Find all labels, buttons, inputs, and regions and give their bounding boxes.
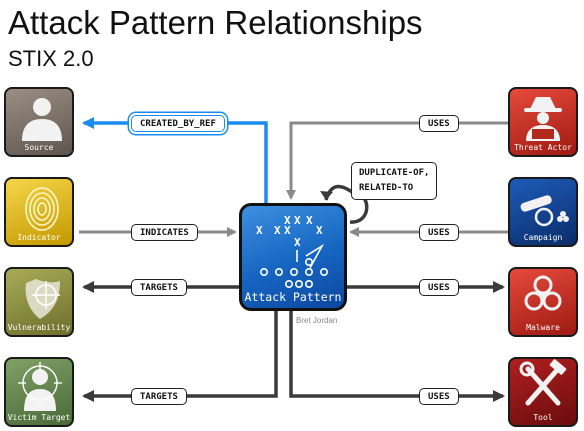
relation-related-to: RELATED-TO <box>359 183 414 193</box>
edge-targets-victim <box>82 311 278 402</box>
svg-text:X: X <box>284 214 291 227</box>
node-tool[interactable]: Tool <box>508 357 578 427</box>
node-victim-target-label: Victim Target <box>7 413 71 422</box>
node-malware-label: Malware <box>526 323 560 332</box>
relation-uses-campaign: USES <box>419 224 459 241</box>
target-person-icon <box>18 362 62 411</box>
relation-targets-victim: TARGETS <box>131 388 187 405</box>
relation-duplicate-related: DUPLICATE-OF, RELATED-TO <box>351 162 438 200</box>
svg-text:X: X <box>274 224 281 237</box>
edge-created-by-ref <box>82 117 268 203</box>
node-vulnerability[interactable]: Vulnerability <box>4 267 74 337</box>
shield-crosshair-icon <box>25 279 60 319</box>
svg-text:X: X <box>256 224 263 237</box>
relation-duplicate-of: DUPLICATE-OF, <box>359 168 430 178</box>
svg-text:X: X <box>306 214 313 227</box>
relation-created-by-ref: CREATED_BY_REF <box>131 115 225 132</box>
node-source-label: Source <box>24 143 54 152</box>
node-campaign-label: Campaign <box>523 233 563 242</box>
author-byline: Bret Jordan <box>296 316 338 325</box>
node-vulnerability-label: Vulnerability <box>7 323 71 332</box>
node-tool-label: Tool <box>533 413 553 422</box>
wrench-hammer-icon <box>519 359 567 406</box>
biohazard-icon <box>524 275 562 311</box>
relation-targets-vulnerability: TARGETS <box>131 279 187 296</box>
node-campaign[interactable]: Campaign <box>508 177 578 247</box>
node-threat-actor[interactable]: Threat Actor <box>508 87 578 157</box>
node-malware[interactable]: Malware <box>508 267 578 337</box>
svg-text:X: X <box>294 214 301 227</box>
svg-text:X: X <box>284 224 291 237</box>
svg-text:X: X <box>316 224 323 237</box>
cannon-icon <box>520 195 569 227</box>
person-silhouette-icon <box>22 98 62 141</box>
fingerprint-icon <box>25 187 59 231</box>
relation-uses-tool: USES <box>419 388 459 405</box>
relation-uses-malware: USES <box>419 279 459 296</box>
node-victim-target[interactable]: Victim Target <box>4 357 74 427</box>
node-indicator[interactable]: Indicator <box>4 177 74 247</box>
node-indicator-label: Indicator <box>17 233 61 242</box>
node-attack-pattern-label: Attack Pattern <box>244 290 342 304</box>
node-threat-actor-label: Threat Actor <box>514 143 572 152</box>
node-source[interactable]: Source <box>4 87 74 157</box>
svg-text:X: X <box>294 236 301 249</box>
spy-icon <box>524 97 562 141</box>
diagram-title: Attack Pattern Relationships <box>8 4 423 41</box>
relation-indicates: INDICATES <box>131 224 198 241</box>
relation-uses-threat-actor: USES <box>419 115 459 132</box>
diagram-subtitle: STIX 2.0 <box>8 46 94 71</box>
